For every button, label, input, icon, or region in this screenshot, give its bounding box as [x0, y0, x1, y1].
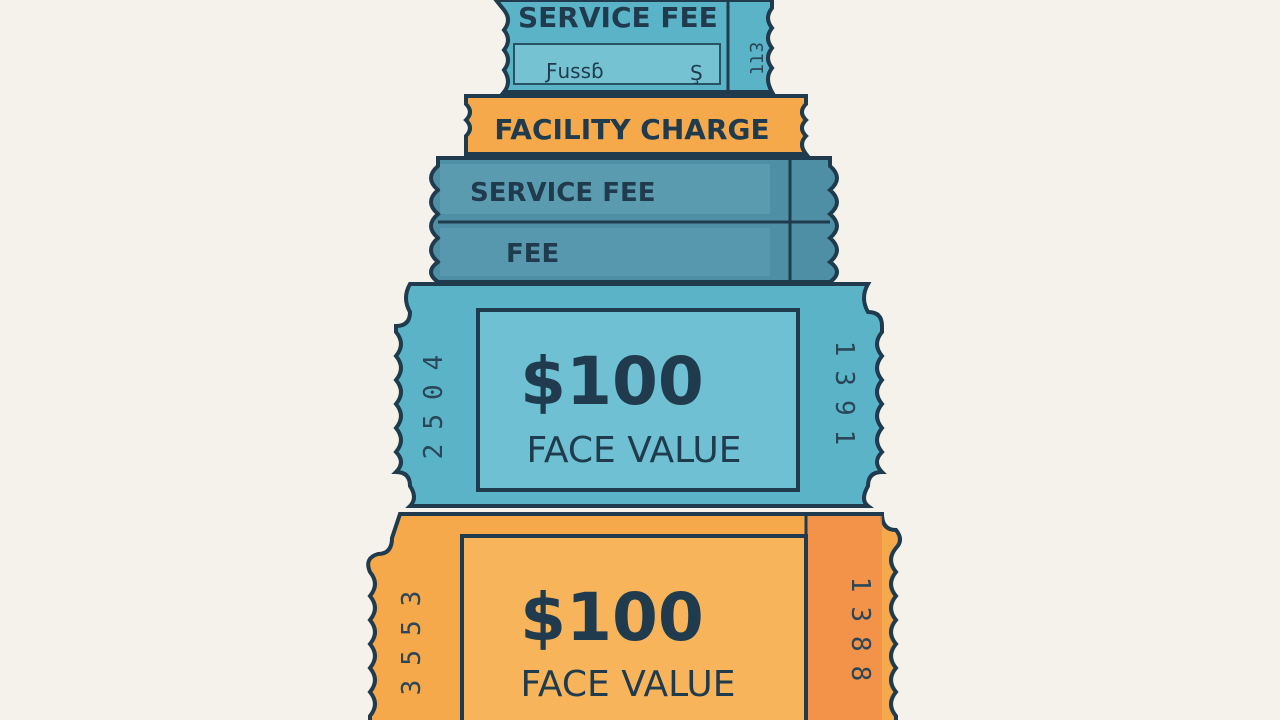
- orange-face-price: $100: [520, 579, 704, 656]
- blue-face-price: $100: [520, 343, 704, 420]
- facility-charge-label: FACILITY CHARGE: [494, 113, 769, 146]
- top-ticket-mark: Ş: [690, 61, 703, 85]
- orange-right-serial: 1388: [845, 577, 875, 696]
- orange-left-serial: 3553: [397, 577, 427, 696]
- blue-left-serial: 2504: [419, 341, 449, 460]
- ticket-service-fee: SERVICE FEE FEE: [429, 156, 839, 284]
- blue-face-label: FACE VALUE: [526, 430, 741, 471]
- service-fee-row2: FEE: [506, 239, 559, 269]
- blue-right-serial: 1391: [829, 341, 859, 460]
- top-ticket-title: SERVICE FEE: [518, 1, 718, 34]
- ticket-face-value-orange: $100 FACE VALUE 3553 1388: [366, 512, 902, 720]
- ticket-top-service-fee: SERVICE FEE Ƒuѕѕɓ Ş ƐƖƖ: [493, 0, 776, 94]
- top-ticket-stub-serial: ƐƖƖ: [745, 42, 766, 75]
- orange-face-label: FACE VALUE: [520, 664, 735, 705]
- ticket-face-value-blue: $100 FACE VALUE 2504 1391: [391, 282, 887, 508]
- service-fee-row1: SERVICE FEE: [470, 178, 655, 208]
- top-ticket-subtitle: Ƒuѕѕɓ: [544, 59, 604, 83]
- ticket-facility-charge: FACILITY CHARGE: [463, 94, 811, 156]
